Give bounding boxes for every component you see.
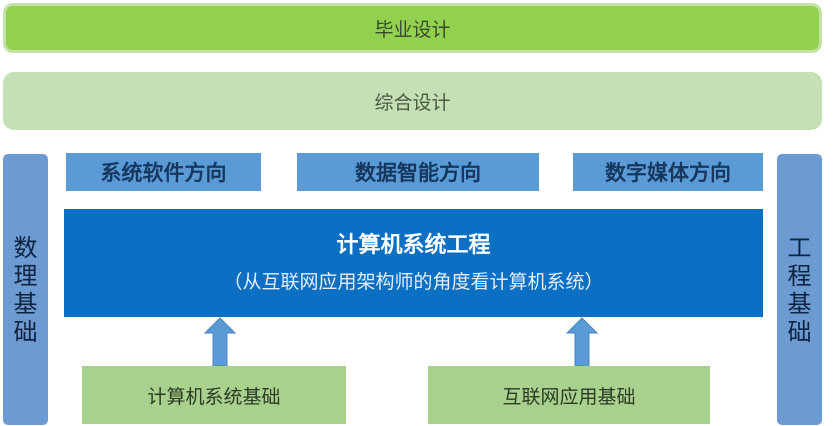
- engineering-foundation-char: 础: [787, 317, 812, 346]
- direction-label: 数字媒体方向: [605, 161, 731, 185]
- data-intelligence-direction: 数据智能方向: [297, 153, 539, 191]
- graduation-design-label: 毕业设计: [374, 18, 451, 41]
- up-arrow-icon: [204, 317, 236, 367]
- graduation-design-box: 毕业设计: [3, 3, 822, 53]
- engineering-foundation-char: 基: [787, 289, 812, 318]
- math-foundation-bar: 数 理 基 础: [3, 154, 48, 425]
- engineering-foundation-char: 工: [787, 233, 812, 262]
- internet-application-foundation-box: 互联网应用基础: [428, 366, 710, 424]
- up-arrow-icon: [566, 317, 598, 367]
- direction-label: 系统软件方向: [100, 161, 227, 185]
- system-software-direction: 系统软件方向: [66, 153, 261, 191]
- engineering-foundation-bar: 工 程 基 础: [777, 154, 822, 425]
- computer-system-foundation-box: 计算机系统基础: [82, 366, 346, 424]
- engineering-foundation-char: 程: [787, 261, 812, 290]
- comprehensive-design-label: 综合设计: [374, 91, 451, 114]
- math-foundation-char: 数: [13, 233, 38, 262]
- direction-label: 数据智能方向: [355, 161, 481, 185]
- digital-media-direction: 数字媒体方向: [573, 153, 763, 191]
- math-foundation-char: 础: [13, 317, 38, 346]
- foundation-label: 互联网应用基础: [502, 385, 636, 408]
- math-foundation-char: 基: [13, 289, 38, 318]
- core-subtitle: （从互联网应用架构师的角度看计算机系统）: [223, 270, 604, 293]
- foundation-label: 计算机系统基础: [147, 385, 281, 408]
- core-title: 计算机系统工程: [336, 232, 491, 258]
- computer-systems-engineering-box: 计算机系统工程 （从互联网应用架构师的角度看计算机系统）: [64, 209, 763, 317]
- comprehensive-design-box: 综合设计: [3, 72, 822, 130]
- math-foundation-char: 理: [13, 261, 38, 290]
